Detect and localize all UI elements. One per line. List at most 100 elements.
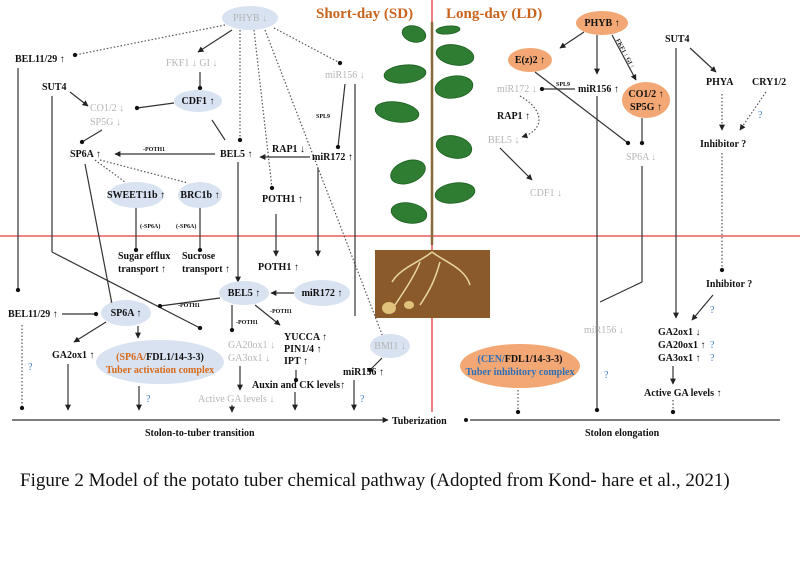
stolon-elongation-label: Stolon elongation bbox=[585, 428, 660, 439]
sd-cdf1-label: CDF1 ↑ bbox=[181, 96, 214, 107]
sd-ga2ox1: GA2ox1 ↑ bbox=[52, 350, 95, 361]
sd-mir172-low-node bbox=[294, 280, 350, 306]
sd-cdf1-node bbox=[174, 90, 222, 112]
sd-sweet11b-label: SWEET11b ↑ bbox=[107, 190, 165, 201]
sd-sp6a-a: (-SP6A) bbox=[140, 223, 160, 230]
short-day-header: Short-day (SD) bbox=[316, 6, 413, 22]
ld-fkf1-gi: FKF1 ↑ GI ↑ bbox=[614, 38, 635, 70]
ld-active-ga: Active GA levels ↑ bbox=[644, 388, 721, 399]
sd-auxin-ck: Auxin and CK levels↑ bbox=[252, 380, 345, 391]
sd-sut4: SUT4 bbox=[42, 82, 66, 93]
ld-phya: PHYA bbox=[706, 77, 734, 88]
ld-ga3ox1: GA3ox1 ↑ bbox=[658, 353, 701, 364]
sd-sp6a-low-label: SP6A ↑ bbox=[111, 308, 142, 319]
sd-brc1b-node bbox=[178, 182, 222, 208]
ld-complex-cen: (CEN/ bbox=[477, 354, 504, 365]
sd-mir156-top: miR156 ↓ bbox=[325, 70, 365, 81]
sd-pin14: PIN1/4 ↑ bbox=[284, 344, 322, 355]
ld-mir156-low: miR156 ↓ bbox=[584, 325, 624, 336]
sd-complex-fdl1: FDL1/14-3-3) bbox=[146, 352, 204, 363]
figure-caption: Figure 2 Model of the potato tuber chemi… bbox=[20, 470, 730, 491]
sd-yucca: YUCCA ↑ bbox=[284, 332, 327, 343]
tuberization-label: Tuberization bbox=[392, 416, 447, 427]
ld-bel5: BEL5 ↓ bbox=[488, 135, 519, 146]
ld-spl9: SPL9 bbox=[556, 82, 570, 88]
ld-cry12: CRY1/2 bbox=[752, 77, 786, 88]
sd-question-3: ? bbox=[360, 394, 365, 405]
ld-complex-name: Tuber inhibitory complex bbox=[466, 367, 575, 378]
ld-complex-line1: (CEN/FDL1/14-3-3) bbox=[477, 354, 562, 365]
ld-question-1: ? bbox=[758, 110, 763, 121]
sd-poth1-label-d: -POTH1 bbox=[270, 309, 292, 315]
ld-mir172: miR172 ↓ bbox=[497, 84, 537, 95]
sd-complex-line1: (SP6A/FDL1/14-3-3) bbox=[116, 352, 204, 363]
sd-ipt: IPT ↑ bbox=[284, 356, 308, 367]
ld-phyb-node bbox=[576, 11, 628, 35]
ld-inhibitor-low: Inhibitor ? bbox=[706, 279, 752, 290]
sd-sweet11b-node bbox=[108, 182, 164, 208]
sd-poth1-top: POTH1 ↑ bbox=[262, 194, 303, 205]
ld-sp6a: SP6A ↓ bbox=[626, 152, 656, 163]
sd-bel11-29-top: BEL11/29 ↑ bbox=[15, 54, 65, 65]
sd-bmi1-label: BMI1 ↓ bbox=[374, 341, 405, 352]
sd-mir156-low: miR156 ↑ bbox=[343, 367, 384, 378]
long-day-header: Long-day (LD) bbox=[446, 6, 542, 22]
sd-ga3ox1: GA3ox1 ↓ bbox=[228, 353, 270, 364]
ld-cdf1: CDF1 ↓ bbox=[530, 188, 562, 199]
sd-mir172-low-label: miR172 ↑ bbox=[302, 288, 343, 299]
sd-sucrose-1: Sucrose bbox=[182, 251, 216, 262]
sd-bel5-low-label: BEL5 ↑ bbox=[228, 288, 261, 299]
ld-co12: CO1/2 ↑ bbox=[628, 89, 663, 100]
sd-spl9: SPL9 bbox=[316, 114, 330, 120]
ld-question-5: ? bbox=[604, 370, 609, 381]
ld-rap1: RAP1 ↑ bbox=[497, 111, 530, 122]
ld-question-4: ? bbox=[710, 353, 715, 364]
ld-ga20ox1: GA20ox1 ↑ bbox=[658, 340, 706, 351]
sd-bel5-top: BEL5 ↑ bbox=[220, 149, 253, 160]
sd-bel5-low-node bbox=[219, 281, 269, 305]
ld-sut4: SUT4 bbox=[665, 34, 689, 45]
ld-phyb-label: PHYB ↑ bbox=[584, 18, 619, 29]
sd-rap1: RAP1 ↓ bbox=[272, 144, 305, 155]
sd-sp6a-b: (-SP6A) bbox=[176, 223, 196, 230]
sd-brc1b-label: BRC1b ↑ bbox=[180, 190, 219, 201]
sd-complex-name: Tuber activation complex bbox=[106, 365, 214, 376]
sd-mir172-top: miR172 ↑ bbox=[312, 152, 353, 163]
sd-sucrose-2: transport ↑ bbox=[182, 264, 230, 275]
potato-plant-illustration bbox=[374, 22, 490, 318]
ld-complex-fdl1: FDL1/14-3-3) bbox=[505, 354, 563, 365]
sd-tuber-activation-complex bbox=[96, 340, 224, 384]
ld-mir156: miR156 ↑ bbox=[578, 84, 619, 95]
sd-active-ga: Active GA levels ↓ bbox=[198, 394, 274, 405]
sd-question-2: ? bbox=[146, 394, 151, 405]
ld-co12-sp5g-node bbox=[622, 82, 670, 118]
ld-inhibitor-top: Inhibitor ? bbox=[700, 139, 746, 150]
ld-tuber-inhibitory-complex bbox=[460, 344, 580, 388]
sd-sugar-efflux-2: transport ↑ bbox=[118, 264, 166, 275]
sd-poth1-label-b: -POTH1 bbox=[178, 303, 200, 309]
sd-phyb-label: PHYB ↓ bbox=[233, 13, 267, 24]
sd-complex-sp6a: (SP6A/ bbox=[116, 352, 146, 363]
sd-sp5g: SP5G ↓ bbox=[90, 117, 121, 128]
sd-ga20ox1: GA20ox1 ↓ bbox=[228, 340, 275, 351]
sd-phyb-node bbox=[222, 6, 278, 30]
ld-question-3: ? bbox=[710, 340, 715, 351]
sd-co12: CO1/2 ↓ bbox=[90, 103, 124, 114]
ld-sp5g: SP5G ↑ bbox=[630, 102, 662, 113]
stolon-to-tuber-label: Stolon-to-tuber transition bbox=[145, 428, 255, 439]
sd-fkf1-gi: FKF1 ↓ GI ↓ bbox=[166, 58, 217, 69]
sd-poth1-mid: POTH1 ↑ bbox=[258, 262, 299, 273]
tuber-pathway-diagram: Short-day (SD) Long-day (LD) PHYB ↓ BEL1… bbox=[0, 0, 800, 439]
ld-ga2ox1: GA2ox1 ↓ bbox=[658, 327, 701, 338]
sd-sugar-efflux-1: Sugar efflux bbox=[118, 251, 170, 262]
sd-sp6a-top: SP6A ↑ bbox=[70, 149, 101, 160]
ld-ez2-node bbox=[508, 48, 552, 72]
sd-poth1-label-a: -POTH1 bbox=[143, 147, 165, 153]
sd-bmi1-node bbox=[370, 334, 410, 358]
sd-question-1: ? bbox=[28, 362, 33, 373]
ld-question-2: ? bbox=[710, 305, 715, 316]
sd-sp6a-low-node bbox=[101, 300, 151, 326]
tuber-icon bbox=[382, 302, 396, 314]
sd-bel11-29-low: BEL11/29 ↑ bbox=[8, 309, 58, 320]
leaf-icons bbox=[374, 25, 476, 224]
